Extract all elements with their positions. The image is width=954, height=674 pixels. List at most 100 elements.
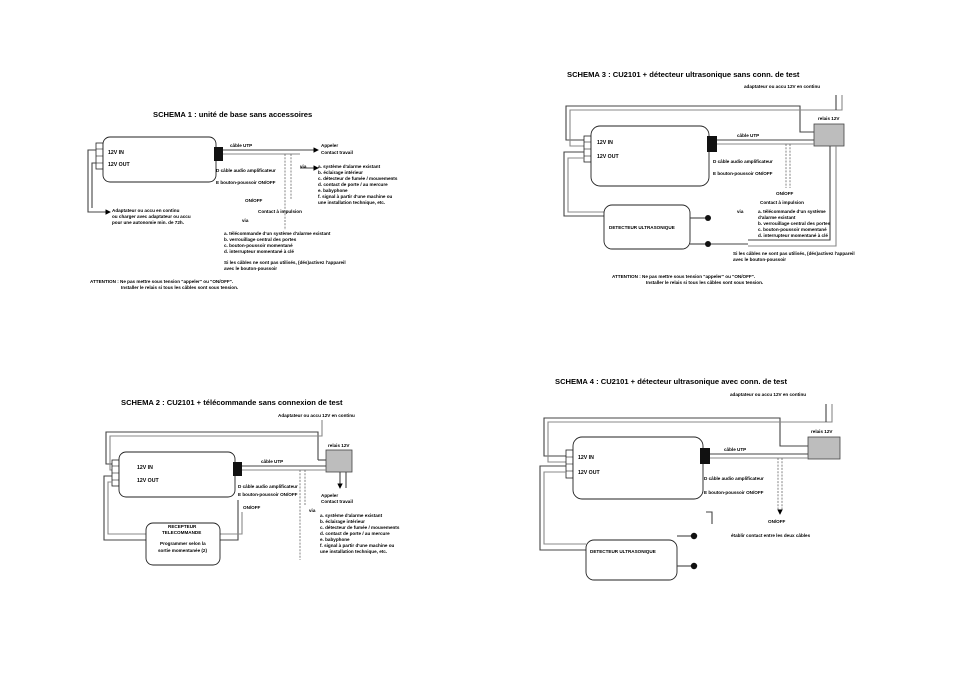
schema-2-program-1: Programmer selon la [160, 541, 206, 546]
schema-1-via: via [300, 164, 307, 169]
schema-4-audio-label: D câble audio amplificateur [704, 476, 764, 481]
schema-2-relay [325, 449, 353, 473]
schema-1-contact-impulsion: Contact à impulsion [258, 209, 302, 214]
schema-1-12v-in: 12V IN [108, 150, 124, 156]
schema-2-relais: relais 12V [328, 443, 350, 448]
svg-text:d. interrupteur momentané à cl: d. interrupteur momentané à clé [758, 233, 828, 238]
schema-2-button-label: E bouton-poussoir ON/OFF [238, 492, 298, 497]
svg-text:b. éclairage intérieur: b. éclairage intérieur [318, 170, 363, 175]
svg-text:une installation technique, et: une installation technique, etc. [320, 549, 387, 554]
schema-3-attention-1: ATTENTION : Ne pas mettre sous tension "… [612, 274, 755, 279]
schema-2-adapter: Adaptateur ou accu 12V en continu [278, 413, 355, 418]
schema-3-note-2: avec le bouton-poussoir [733, 257, 786, 262]
schema-4-12v-in: 12V IN [578, 455, 594, 461]
svg-text:c. bouton-poussoir momentané: c. bouton-poussoir momentané [758, 227, 827, 232]
schema-1-contact-travail: Contact travail [321, 150, 353, 155]
svg-text:a. télécommande d'un système d: a. télécommande d'un système d'alarme ex… [224, 231, 331, 236]
schema-2-appeler: Appeler [321, 493, 338, 498]
svg-text:a. système d'alarme existant: a. système d'alarme existant [318, 164, 381, 169]
svg-text:c. bouton-poussoir momentané: c. bouton-poussoir momentané [224, 243, 293, 248]
schema-3-12v-in: 12V IN [597, 140, 613, 146]
svg-text:d. contact de porte / au mercu: d. contact de porte / au mercure [318, 182, 388, 187]
schema-2-control-unit [118, 451, 236, 498]
schema-1-title: SCHEMA 1 : unité de base sans accessoire… [153, 110, 312, 119]
schema-1-list-2: a. télécommande d'un système d'alarme ex… [224, 231, 331, 254]
schema-2-utp-label: câble UTP [261, 459, 283, 464]
svg-text:f. signal à partir d'une machi: f. signal à partir d'une machine ou [318, 194, 393, 199]
svg-text:c. détecteur de fumée / mouvem: c. détecteur de fumée / mouvements [318, 176, 398, 181]
schema-2-via: via [309, 508, 316, 513]
schema-1-12v-out: 12V OUT [108, 162, 130, 168]
schema-1-button-label: E bouton-poussoir ON/OFF [216, 180, 276, 185]
schema-2-receiver-2: TELECOMMANDE [162, 530, 201, 535]
schema-3-title: SCHEMA 3 : CU2101 + détecteur ultrasoniq… [567, 70, 800, 79]
schema-1-note-2: avec le bouton-poussoir [224, 266, 277, 271]
schema-4-connector [565, 449, 574, 479]
schema-1-control-unit [102, 136, 217, 183]
schema-3-detector-label: DETECTEUR ULTRASONIQUE [609, 225, 675, 230]
schema-3-connector [583, 135, 592, 163]
schema-1-utp-label: câble UTP [230, 143, 252, 148]
schema-4-control-unit [572, 436, 704, 500]
schema-3-adapter: adaptateur ou accu 12V en continu [744, 84, 820, 89]
schema-3-plug-top [705, 215, 711, 221]
schema-4-relay [807, 436, 841, 460]
schema-2-receiver [145, 522, 221, 566]
svg-text:e. babyphone: e. babyphone [320, 537, 350, 542]
schema-2-audio-label: D câble audio amplificateur [238, 484, 298, 489]
schema-3-note-1: Si les câbles ne sont pas utilisés, (dés… [733, 251, 855, 256]
svg-text:a. système d'alarme existant: a. système d'alarme existant [320, 513, 383, 518]
schema-4-adapter: adaptateur ou accu 12V en continu [730, 392, 806, 397]
schema-4-detector-label: DETECTEUR ULTRASONIQUE [590, 549, 656, 554]
schema-1-audio-label: D câble audio amplificateur [216, 168, 276, 173]
svg-text:e. babyphone: e. babyphone [318, 188, 348, 193]
schema-4-onoff: ON/OFF [768, 519, 786, 524]
schema-3-relais: relais 12V [818, 116, 840, 121]
schema-4-utp-plug [700, 448, 710, 464]
schema-4-button-label: E bouton-poussoir ON/OFF [704, 490, 764, 495]
schema-2-contact-travail: Contact travail [321, 499, 353, 504]
svg-text:b. verrouillage central des po: b. verrouillage central des portes [224, 237, 297, 242]
svg-text:a. télécommande d'un système: a. télécommande d'un système [758, 209, 826, 214]
schema-2-onoff: ON/OFF [243, 505, 261, 510]
schema-1-list-1: a. système d'alarme existant b. éclairag… [318, 164, 398, 205]
schema-3-detector [603, 204, 691, 250]
schema-4-relais: relais 12V [811, 429, 833, 434]
schema-1-adapter-1: Adaptateur ou accu en continu [112, 208, 180, 213]
schema-1: SCHEMA 1 : unité de base sans accessoire… [87, 110, 398, 290]
schema-3-control-unit [590, 125, 710, 187]
svg-text:une installation technique, et: une installation technique, etc. [318, 200, 385, 205]
schema-4-12v-out: 12V OUT [578, 470, 600, 476]
schema-3-12v-out: 12V OUT [597, 154, 619, 160]
schema-3-utp-label: câble UTP [737, 133, 759, 138]
schema-2-program-2: sortie momentanée (2) [158, 548, 207, 553]
schema-4: SCHEMA 4 : CU2101 + détecteur ultrasoniq… [539, 377, 841, 581]
schema-3: SCHEMA 3 : CU2101 + détecteur ultrasoniq… [563, 70, 855, 285]
schema-3-button-label: E bouton-poussoir ON/OFF [713, 171, 773, 176]
schema-4-detector [585, 539, 678, 581]
schema-2-title: SCHEMA 2 : CU2101 + télécommande sans co… [121, 398, 343, 407]
schema-1-attention-1: ATTENTION : Ne pas mettre sous tension "… [90, 279, 233, 284]
schema-3-attention-2: Installer le relais si tous les câbles s… [646, 280, 763, 285]
schema-4-plug-bottom [690, 562, 698, 570]
schema-2-utp-plug [233, 462, 242, 476]
svg-text:d. interrupteur momentané à cl: d. interrupteur momentané à clé [224, 249, 294, 254]
svg-text:d. contact de porte / au mercu: d. contact de porte / au mercure [320, 531, 390, 536]
schema-2-connector [111, 459, 120, 487]
schema-3-onoff: ON/OFF [776, 191, 794, 196]
svg-text:c. détecteur de fumée / mouvem: c. détecteur de fumée / mouvements [320, 525, 400, 530]
svg-text:b. éclairage intérieur: b. éclairage intérieur [320, 519, 365, 524]
schema-1-connector [95, 142, 104, 170]
schema-1-utp-plug [214, 147, 223, 161]
schema-1-adapter-2: ou charger avec adaptateur ou accu [112, 214, 191, 219]
schema-3-audio-label: D câble audio amplificateur [713, 159, 773, 164]
schema-4-utp-label: câble UTP [724, 447, 746, 452]
schema-3-plug-bottom [705, 241, 711, 247]
schema-1-via-2: via [242, 218, 249, 223]
schema-3-contact-impulsion: Contact à impulsion [760, 200, 804, 205]
svg-text:b. verrouillage central des po: b. verrouillage central des portes [758, 221, 831, 226]
schema-4-plug-top [690, 532, 698, 540]
schema-2-12v-out: 12V OUT [137, 478, 159, 484]
schema-2-12v-in: 12V IN [137, 465, 153, 471]
